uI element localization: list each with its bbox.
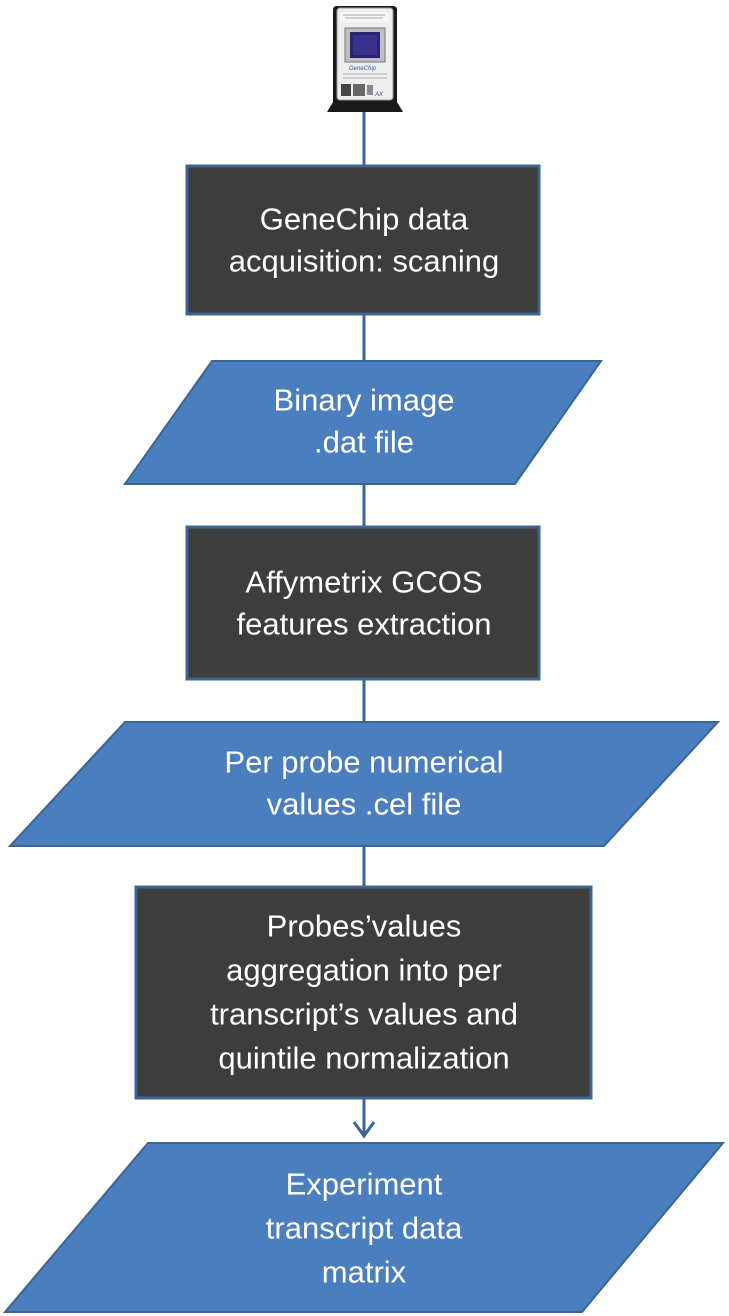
node-label-line: aggregation into per xyxy=(226,953,502,988)
connectors xyxy=(352,112,376,1139)
node-label-line: Probes’values xyxy=(267,909,462,944)
node-label-line: .dat file xyxy=(314,425,414,460)
node-label-line: acquisition: scaning xyxy=(229,244,500,279)
genechip-cartridge-icon: GeneChip AX xyxy=(327,6,403,112)
node-aggregation: Probes’values aggregation into per transcr… xyxy=(134,885,593,1100)
node-label-line: transcript data xyxy=(266,1211,463,1246)
chip-logo-label: AX xyxy=(374,92,384,98)
node-label-line: values .cel file xyxy=(267,787,462,822)
data-parallelogram xyxy=(7,721,721,847)
svg-text:GeneChip: GeneChip xyxy=(349,66,377,72)
node-label-line: matrix xyxy=(322,1255,407,1290)
process-box xyxy=(185,525,541,681)
node-label-line: Experiment xyxy=(286,1167,443,1202)
data-parallelogram xyxy=(123,360,603,485)
process-box xyxy=(185,164,541,316)
data-parallelogram xyxy=(2,1142,726,1313)
node-label-line: Per probe numerical xyxy=(224,745,503,780)
node-gcos: Affymetrix GCOS features extraction xyxy=(185,525,541,681)
node-label-line: GeneChip data xyxy=(260,202,469,237)
node-label-line: transcript’s values and xyxy=(210,997,518,1032)
node-cel_file: Per probe numerical values .cel file xyxy=(7,721,721,847)
node-scanning: GeneChip data acquisition: scaning xyxy=(185,164,541,316)
node-label-line: Affymetrix GCOS xyxy=(245,565,482,600)
process-box xyxy=(134,885,593,1100)
node-label-line: quintile normalization xyxy=(218,1041,509,1076)
chip-brand-label: GeneChip xyxy=(349,66,377,72)
node-label-line: Binary image xyxy=(274,383,455,418)
node-matrix: Experiment transcript data matrix xyxy=(2,1142,726,1313)
flowchart-nodes: GeneChip data acquisition: scaningBinary … xyxy=(2,164,726,1313)
node-dat_file: Binary image .dat file xyxy=(123,360,603,485)
node-label-line: features extraction xyxy=(236,607,491,642)
arrowhead-icon xyxy=(352,1121,376,1139)
